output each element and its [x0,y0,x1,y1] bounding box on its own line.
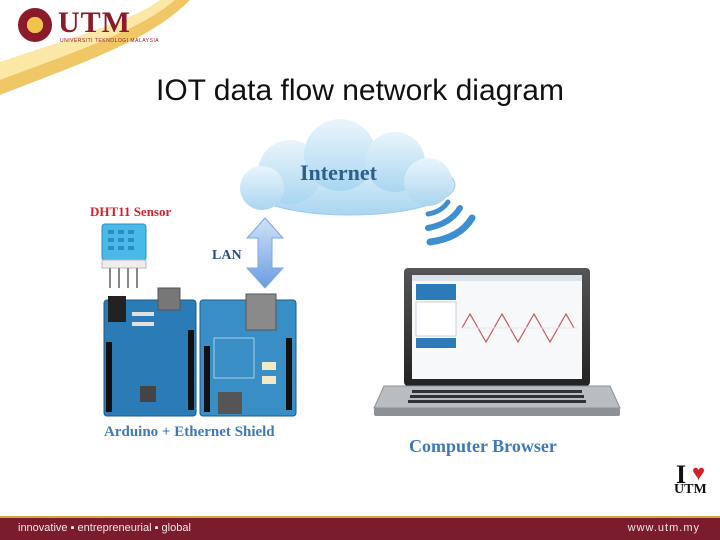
heart-icon: ♥ [692,460,706,485]
sensor-label: DHT11 Sensor [90,204,172,219]
footer-bar: innovative ▪ entrepreneurial ▪ global ww… [0,516,720,540]
laptop-icon [373,268,621,416]
badge-i: I [676,460,687,489]
logo-subtitle: UNIVERSITI TEKNOLOGI MALAYSIA [60,38,160,44]
footer-accent-line [0,516,720,518]
ethernet-shield-icon [199,293,297,417]
wifi-signal-icon [425,199,476,246]
i-love-utm-badge: I ♥ UTM [672,460,716,500]
arduino-board-icon [103,287,197,417]
diagram-graphics [101,119,621,417]
network-diagram: Internet DHT11 Sensor LAN Arduino + Ethe… [0,110,720,470]
cloud-icon [240,119,456,216]
badge-utm: UTM [674,482,707,497]
utm-logo[interactable]: UTM UNIVERSITI TEKNOLOGI MALAYSIA [18,6,168,48]
logo-name: UTM [58,6,131,39]
internet-label: Internet [300,160,377,185]
footer-tagline: innovative ▪ entrepreneurial ▪ global [18,522,191,534]
arduino-label: Arduino + Ethernet Shield [104,424,275,440]
dht11-sensor-icon [101,223,147,288]
browser-label: Computer Browser [409,436,557,456]
lan-label: LAN [212,248,242,263]
page-title: IOT data flow network diagram [156,74,564,107]
utm-seal-icon [18,8,52,42]
footer-url[interactable]: www.utm.my [627,522,700,534]
lan-arrow-icon [245,217,285,289]
